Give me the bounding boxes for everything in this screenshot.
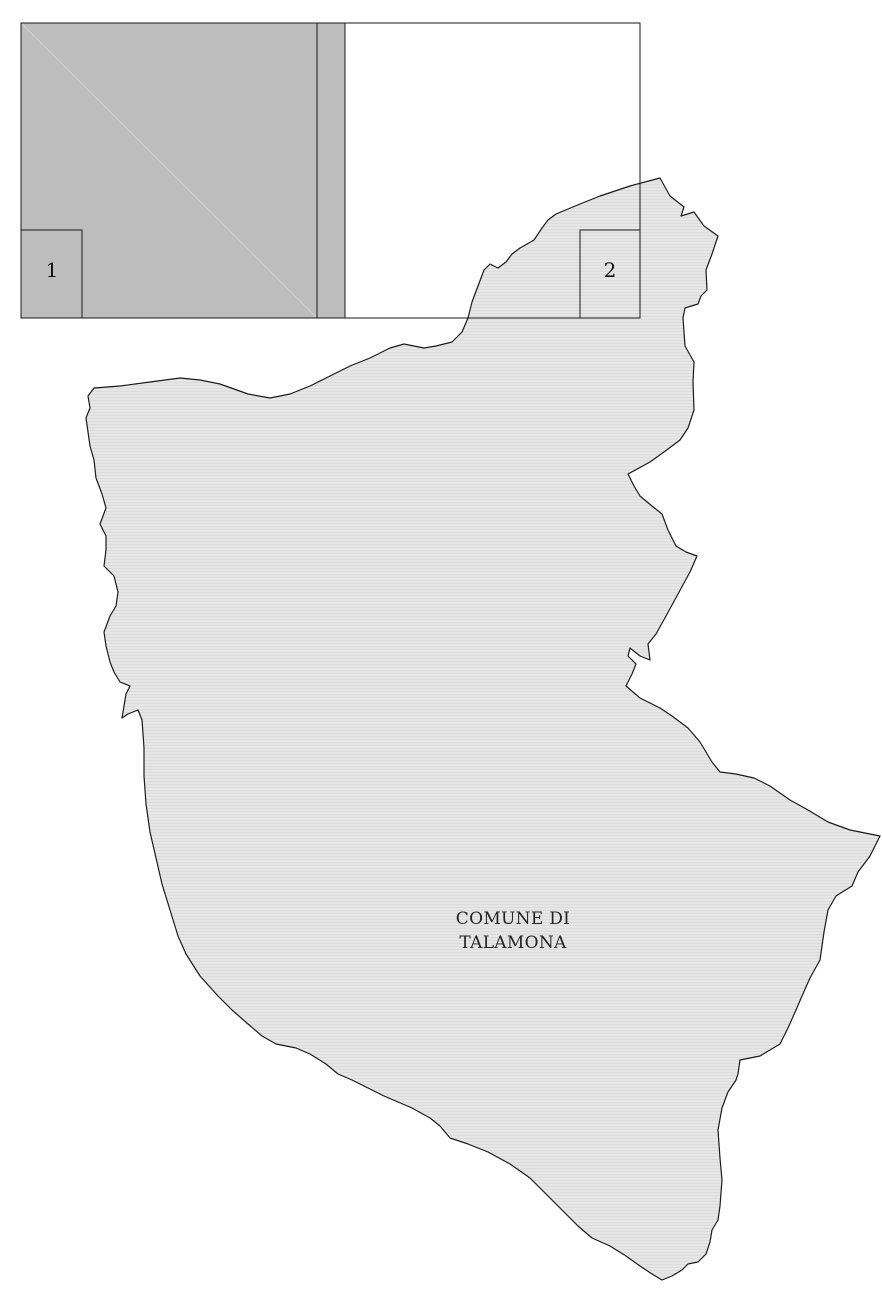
- municipality-label-line1: COMUNE DI: [456, 909, 570, 929]
- sheet-1-label: 1: [46, 258, 59, 282]
- territory-talamona[interactable]: [85, 177, 881, 1281]
- municipality-label-line2: TALAMONA: [459, 933, 567, 953]
- sheet-diagonal: [21, 23, 317, 318]
- sheet-2-box[interactable]: [579, 229, 641, 319]
- sheet-1-box[interactable]: [20, 229, 83, 319]
- sheet-strip[interactable]: [316, 22, 346, 319]
- sheet-2-label: 2: [604, 258, 617, 282]
- sheet-area-right[interactable]: [344, 22, 641, 319]
